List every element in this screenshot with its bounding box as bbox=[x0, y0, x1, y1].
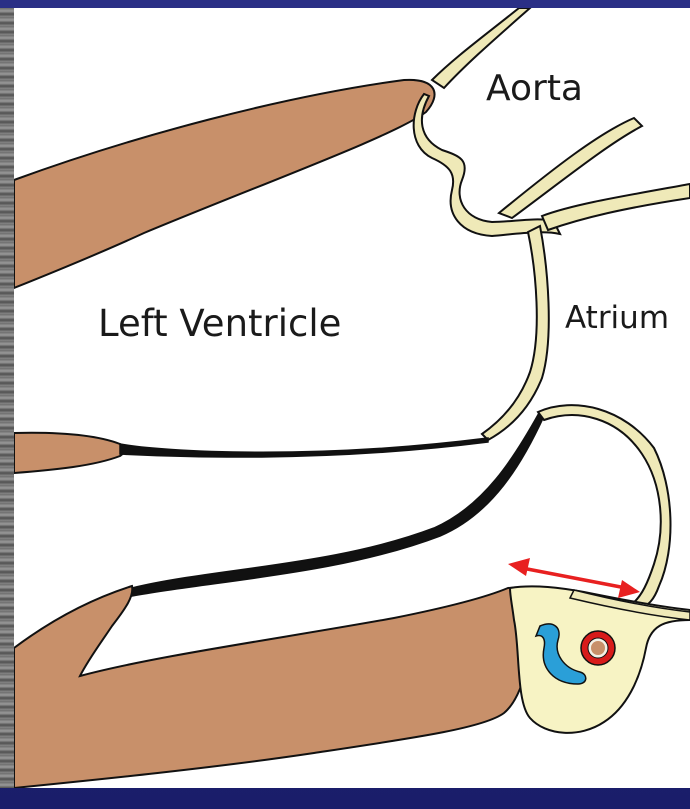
heart-diagram bbox=[14, 8, 690, 788]
aorto-mitral-continuity bbox=[542, 184, 690, 230]
coronary-artery-icon bbox=[581, 631, 615, 665]
atrium-label: Atrium bbox=[565, 300, 669, 336]
aorta-label: Aorta bbox=[486, 68, 583, 109]
aortic-valve-cusps bbox=[414, 94, 560, 236]
chordae-upper bbox=[120, 438, 488, 457]
anterior-mitral-leaflet bbox=[482, 226, 549, 440]
left-ventricle-label: Left Ventricle bbox=[98, 302, 341, 345]
diagram-panel: Aorta Left Ventricle Atrium bbox=[14, 8, 690, 788]
upper-papillary-muscle bbox=[14, 433, 125, 473]
lower-free-wall-muscle bbox=[14, 586, 534, 788]
upper-septum-muscle bbox=[14, 80, 435, 288]
left-atrial-wall bbox=[538, 405, 670, 608]
image-edge-strip bbox=[0, 8, 14, 788]
